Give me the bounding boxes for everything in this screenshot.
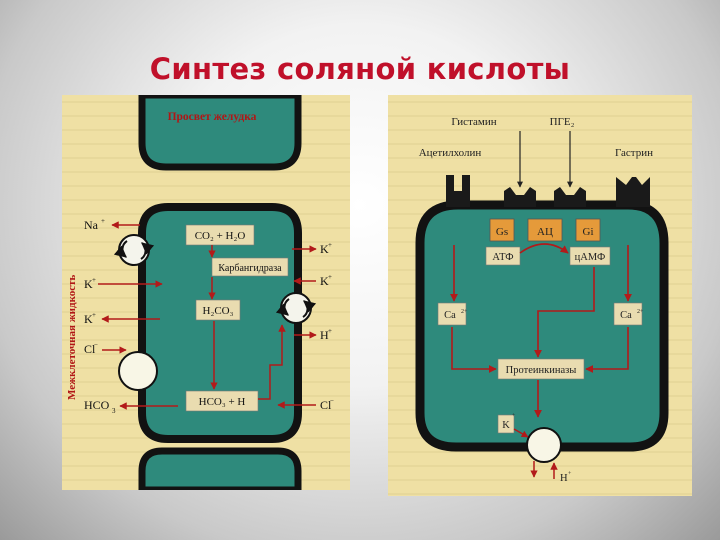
lumen-label: Просвет желудка <box>168 111 257 123</box>
na-k-pump-left <box>119 235 149 265</box>
svg-text:CO₂ + H₂O: CO₂ + H₂O <box>195 230 246 242</box>
svg-text:−: − <box>94 341 98 349</box>
svg-text:Gs: Gs <box>496 226 508 238</box>
svg-text:Протеинкиназы: Протеинкиназы <box>506 365 577 376</box>
svg-text:Карбангидраза: Карбангидраза <box>218 263 282 274</box>
svg-text:АТФ: АТФ <box>492 252 513 263</box>
svg-text:цАМФ: цАМФ <box>575 252 606 263</box>
svg-text:3: 3 <box>112 407 116 415</box>
ion-na: Na <box>84 218 99 232</box>
proton-pump <box>527 428 561 462</box>
svg-text:+: + <box>92 311 96 319</box>
svg-text:+: + <box>328 241 332 249</box>
gastrin-label: Гастрин <box>615 147 653 159</box>
svg-text:H₂CO₃: H₂CO₃ <box>203 305 234 317</box>
acetylcholine-label: Ацетилхолин <box>419 147 482 159</box>
svg-text:Ca: Ca <box>620 310 632 321</box>
svg-text:Ca: Ca <box>444 310 456 321</box>
upper-cell <box>142 95 298 167</box>
svg-text:+: + <box>328 273 332 281</box>
lower-cell <box>142 451 298 490</box>
svg-text:+: + <box>328 327 332 335</box>
svg-text:K: K <box>502 420 510 431</box>
slide-title: Синтез соляной кислоты <box>0 52 720 86</box>
h-k-pump-right <box>281 293 311 323</box>
interstitial-fluid-label: Межклеточная жидкость <box>66 274 78 400</box>
svg-text:Gi: Gi <box>583 226 594 238</box>
svg-text:2+: 2+ <box>637 309 644 315</box>
svg-text:+: + <box>101 217 105 225</box>
svg-text:HCO₃ + H: HCO₃ + H <box>199 396 246 408</box>
svg-text:АЦ: АЦ <box>537 226 553 238</box>
svg-text:2+: 2+ <box>461 309 468 315</box>
svg-text:+: + <box>92 276 96 284</box>
parietal-cell-diagram: Просвет желудка Межклеточная жидкость Na… <box>62 95 350 490</box>
h-label: H <box>560 473 568 484</box>
cl-hco3-exchanger <box>119 352 157 390</box>
pge2-label: ПГЕ₂ <box>550 116 575 128</box>
signaling-diagram: Гистамин ПГЕ₂ Ацетилхолин Гастрин Gs АЦ … <box>388 95 692 496</box>
ion-hco3-left: HCO <box>84 398 110 412</box>
svg-text:−: − <box>330 397 334 405</box>
histamine-label: Гистамин <box>451 116 496 128</box>
